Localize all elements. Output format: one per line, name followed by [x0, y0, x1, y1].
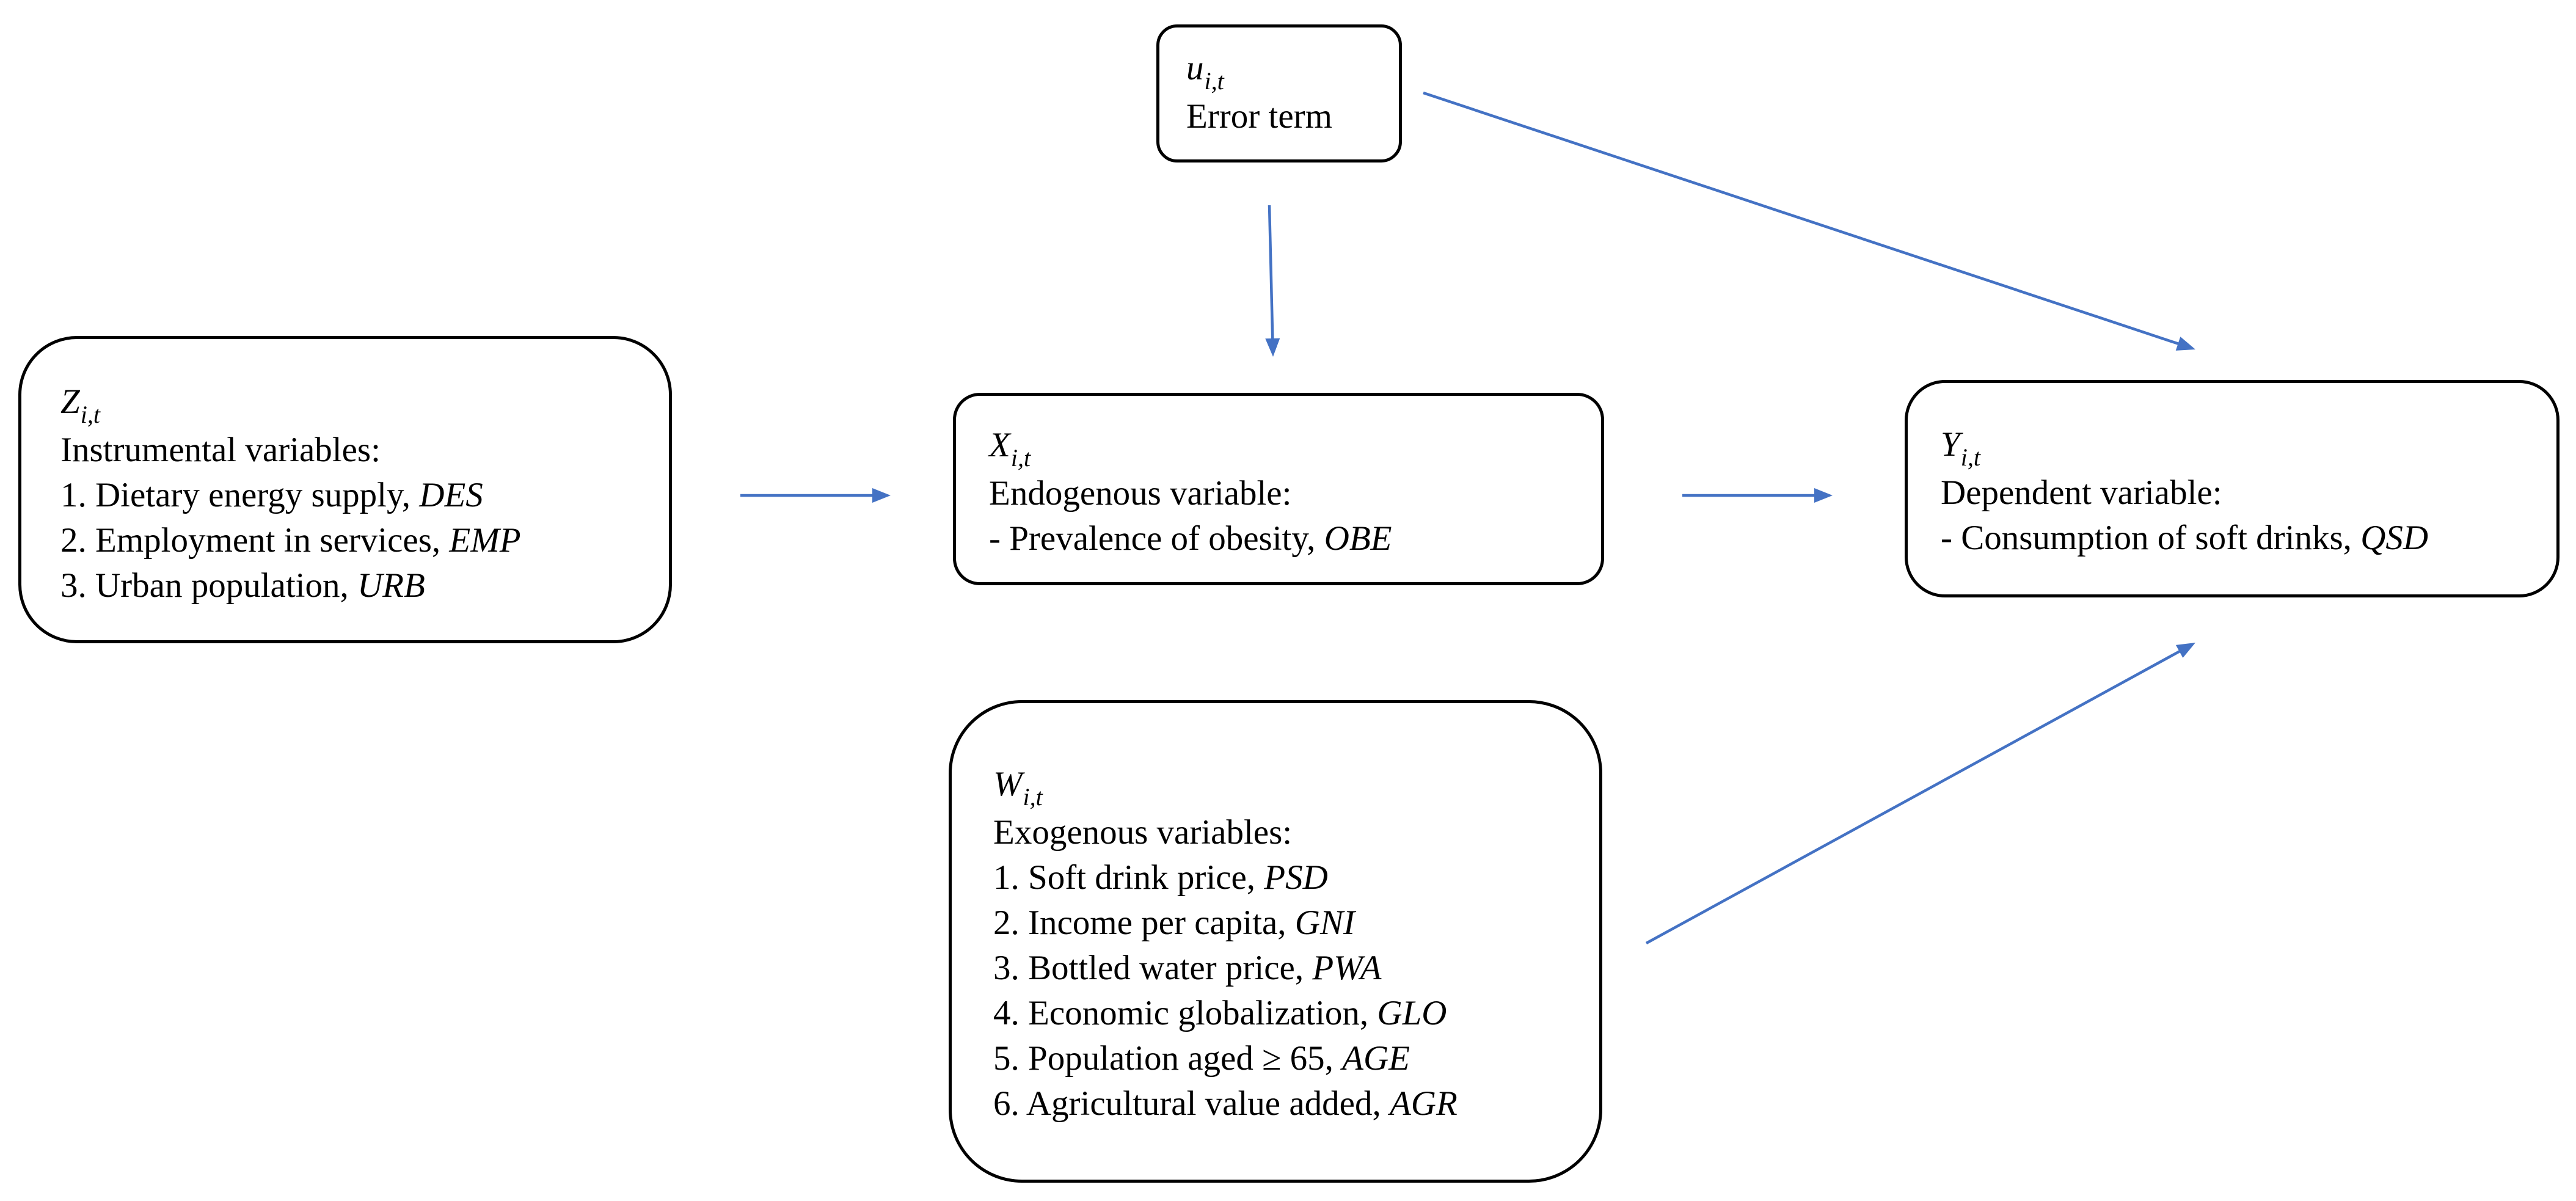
node-endogenous-variable: Xi,t Endogenous variable: - Prevalence o… — [953, 393, 1604, 585]
variable-item: 2. Employment in services, EMP — [60, 521, 521, 560]
node-endogenous-title: Endogenous variable: — [989, 474, 1292, 513]
node-error-term-title: Error term — [1186, 97, 1332, 136]
node-error-term-symbol: ui,t — [1186, 49, 1224, 95]
node-dependent-title: Dependent variable: — [1941, 473, 2222, 512]
variable-item: - Prevalence of obesity, OBE — [989, 519, 1392, 558]
edge-u-to-y — [1423, 91, 2180, 346]
node-instrumental-symbol: Zi,t — [60, 382, 100, 428]
variable-item: 3. Urban population, URB — [60, 566, 425, 605]
variable-item: - Consumption of soft drinks, QSD — [1941, 519, 2429, 557]
variable-item: 2. Income per capita, GNI — [993, 903, 1355, 942]
arrowhead-w-to-y — [2175, 643, 2195, 658]
node-error-term: ui,t Error term — [1156, 24, 1402, 162]
variable-item: 1. Dietary energy supply, DES — [60, 476, 483, 514]
node-dependent-symbol: Yi,t — [1941, 425, 1980, 471]
variable-item: 1. Soft drink price, PSD — [993, 858, 1328, 897]
arrowhead-u-to-y — [2175, 337, 2195, 351]
node-exogenous-title: Exogenous variables: — [993, 813, 1293, 852]
arrowhead-z-to-x — [872, 488, 891, 503]
variable-item: 5. Population aged ≥ 65, AGE — [993, 1039, 1410, 1078]
arrowhead-u-to-x — [1265, 338, 1280, 357]
variable-item: 3. Bottled water price, PWA — [993, 949, 1382, 987]
arrowhead-x-to-y — [1814, 488, 1833, 503]
node-exogenous-variables: Wi,t Exogenous variables: 1. Soft drink … — [949, 700, 1602, 1183]
node-exogenous-symbol: Wi,t — [993, 765, 1043, 811]
node-instrumental-title: Instrumental variables: — [60, 431, 381, 469]
edge-u-to-x — [1268, 205, 1274, 340]
variable-item: 4. Economic globalization, GLO — [993, 994, 1447, 1032]
node-endogenous-symbol: Xi,t — [989, 426, 1031, 472]
edge-w-to-y — [1645, 649, 2181, 944]
variable-item: 6. Agricultural value added, AGR — [993, 1084, 1458, 1123]
node-instrumental-variables: Zi,t Instrumental variables: 1. Dietary … — [18, 336, 672, 643]
node-dependent-variable: Yi,t Dependent variable: - Consumption o… — [1905, 380, 2560, 597]
